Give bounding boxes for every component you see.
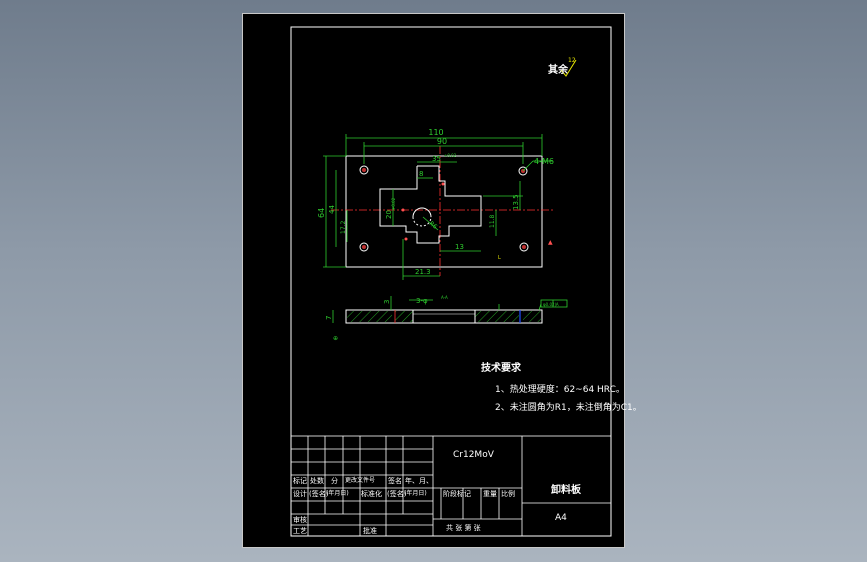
dim-11-8: 11.8: [489, 214, 496, 228]
dim-8: 8: [419, 170, 423, 178]
part-name: 卸料板: [551, 485, 581, 496]
audit-label: 审核: [293, 516, 307, 524]
svg-text:▲: ▲: [548, 239, 553, 246]
roughness-note: 其余: [548, 65, 568, 76]
tb-r1-c6: 年、月、: [405, 477, 433, 485]
dim-17-2: 17.2: [340, 220, 347, 234]
tb-r2-c6: (年月日): [404, 490, 427, 497]
section-dimensions: [332, 296, 568, 323]
tb-r1-c5: 签名: [388, 477, 402, 485]
tech-item-2: 2、未注圆角为R1，未注倒角为C1。: [495, 403, 642, 413]
dim-13-5: 13.5: [512, 194, 520, 210]
tb-r1-c1: 标记: [293, 477, 307, 485]
sheet-size: A4: [555, 513, 567, 523]
tb-r2-c3: (年月日): [326, 490, 349, 497]
sec-dim-3: 3: [383, 300, 391, 304]
title-block-grid: [290, 435, 612, 537]
dim-holes: 4-M6: [534, 157, 554, 166]
tb-r2-c5: (签名): [387, 490, 407, 498]
dim-13: 13: [455, 243, 464, 251]
scale-label: 比例: [501, 490, 515, 498]
plate-outline: [345, 155, 543, 268]
dimension-lines: [323, 134, 553, 280]
roughness-value: 12: [568, 57, 576, 64]
tb-r2-c2: (签名): [309, 490, 329, 498]
datum-mark: ⊕: [333, 335, 338, 342]
sec-dim-7: 7: [325, 316, 333, 320]
material: Cr12MoV: [453, 450, 494, 460]
dim-20: 20: [385, 210, 393, 219]
sheets-label: 共 张 第 张: [446, 524, 481, 532]
stage-label: 阶段标记: [443, 490, 471, 498]
svg-text:L: L: [498, 255, 501, 261]
dim-21-3: 21.3: [415, 268, 431, 276]
inner-frame: [290, 26, 612, 537]
dim-35-tol: +0.02: [444, 153, 457, 158]
dim-20-tol: +0.02: [391, 197, 396, 210]
frame-label: φ0.02|A: [543, 302, 559, 307]
sec-marker: A-A: [441, 295, 448, 300]
tech-item-1: 1、热处理硬度：62~64 HRC。: [495, 385, 625, 395]
tb-r1-c2: 处数: [310, 477, 324, 485]
dim-44: 44: [328, 205, 336, 214]
roughness-symbol: [560, 59, 577, 77]
dim-35: 35: [432, 155, 441, 163]
tb-r2-c1: 设计: [293, 490, 307, 498]
process-label: 工艺: [293, 527, 307, 535]
tb-r2-c4: 标准化: [361, 490, 382, 498]
mounting-holes: [359, 165, 529, 252]
tb-r1-c4: 更改文件号: [345, 477, 376, 484]
cutout-profile: [379, 165, 482, 244]
dim-90: 90: [437, 137, 447, 146]
dim-r6: R6: [428, 220, 439, 231]
weight-label: 重量: [483, 490, 497, 498]
approve-label: 批准: [363, 527, 377, 535]
dim-110: 110: [428, 128, 443, 137]
section-view: [345, 309, 543, 324]
tech-title: 技术要求: [481, 363, 521, 374]
cad-drawing: L ▲: [290, 26, 612, 537]
sec-dim-hole: 3-φ: [416, 297, 428, 305]
tb-r1-c3: 分: [331, 477, 338, 485]
drawing-sheet: L ▲: [242, 13, 642, 548]
dim-64: 64: [317, 208, 326, 218]
